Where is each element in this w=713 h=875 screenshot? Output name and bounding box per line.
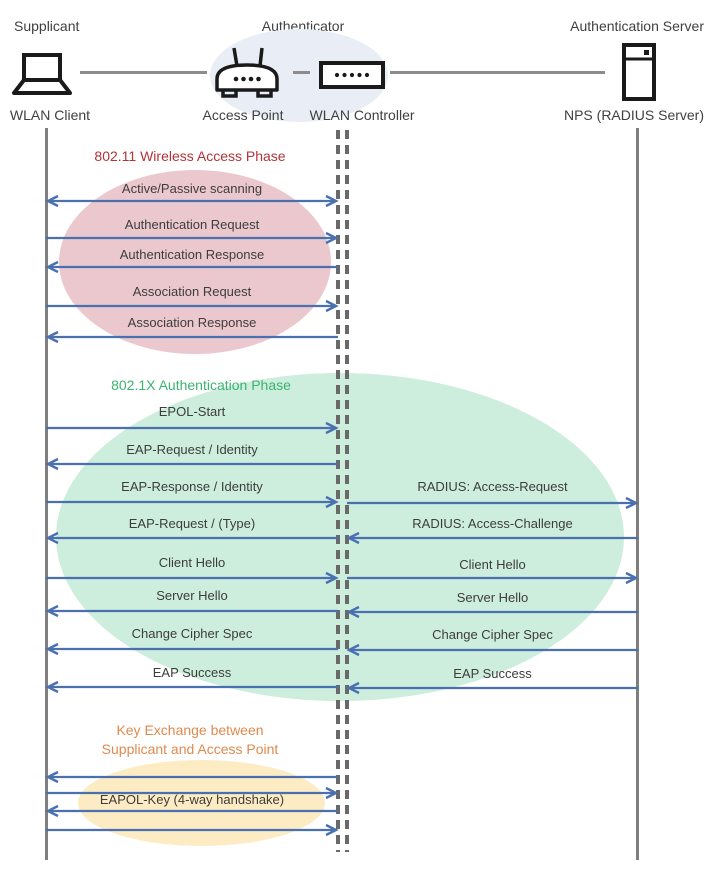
phase3-ellipse xyxy=(78,760,325,846)
message-arrow xyxy=(347,496,639,510)
message-arrow xyxy=(45,194,339,208)
message-arrow xyxy=(46,299,339,313)
message-arrow xyxy=(46,571,339,585)
wlan-controller-icon xyxy=(319,61,385,89)
role-label-supplicant: Supplicant xyxy=(14,18,80,34)
message-label: Change Cipher Spec xyxy=(432,627,553,642)
device-label-access-point: Access Point xyxy=(202,107,284,123)
message-label: EPOL-Start xyxy=(158,404,226,419)
message-arrow xyxy=(46,495,339,509)
lifeline-nps-server xyxy=(636,128,639,860)
message-label: Server Hello xyxy=(456,590,529,605)
message-arrow xyxy=(45,770,338,784)
phase2-title: 802.1X Authentication Phase xyxy=(111,377,291,393)
phase3-title: Key Exchange between Supplicant and Acce… xyxy=(101,722,279,757)
message-label: Active/Passive scanning xyxy=(121,181,263,196)
lifeline-wlan-controller-left xyxy=(336,130,340,852)
message-label: EAP Success xyxy=(453,666,532,681)
message-arrow xyxy=(346,605,638,619)
device-label-wlan-client: WLAN Client xyxy=(9,107,91,123)
message-arrow xyxy=(46,786,339,800)
message-label: EAP-Request / (Type) xyxy=(128,516,256,531)
lifeline-wlan-controller-right xyxy=(345,130,349,852)
phase1-title: 802.11 Wireless Access Phase xyxy=(94,148,286,164)
message-label: EAP Success xyxy=(152,665,232,680)
server-icon xyxy=(622,43,656,101)
connector-ap-controller xyxy=(293,71,310,74)
message-label: EAP-Request / Identity xyxy=(126,442,258,457)
message-arrow xyxy=(346,531,638,545)
connector-controller-server xyxy=(390,71,605,74)
message-arrow xyxy=(347,571,639,585)
message-arrow xyxy=(46,823,339,837)
access-point-icon xyxy=(215,47,279,98)
message-label: EAPOL-Key (4-way handshake) xyxy=(99,792,285,807)
message-arrow xyxy=(346,681,638,695)
message-arrow xyxy=(46,231,339,245)
message-arrow xyxy=(45,804,338,818)
message-label: Client Hello xyxy=(158,555,226,570)
message-arrow xyxy=(46,421,339,435)
connector-client-ap xyxy=(80,71,207,74)
message-arrow xyxy=(45,680,338,694)
message-label: Server Hello xyxy=(156,588,228,603)
device-label-nps-radius-server: NPS (RADIUS Server) xyxy=(563,107,705,123)
message-arrow xyxy=(45,642,338,656)
message-label: EAP-Response / Identity xyxy=(121,479,263,494)
message-label: Change Cipher Spec xyxy=(131,626,253,641)
message-label: Association Request xyxy=(132,284,252,299)
role-label-authentication-server: Authentication Server xyxy=(570,18,704,34)
message-label: RADIUS: Access-Request xyxy=(417,479,568,494)
message-label: Authentication Request xyxy=(124,217,260,232)
message-arrow xyxy=(45,457,338,471)
device-label-wlan-controller: WLAN Controller xyxy=(309,107,415,123)
message-label: Authentication Response xyxy=(119,247,265,262)
lifeline-wlan-client xyxy=(45,128,48,860)
message-arrow xyxy=(45,260,338,274)
message-label: RADIUS: Access-Challenge xyxy=(412,516,573,531)
message-arrow xyxy=(346,643,638,657)
message-arrow xyxy=(45,330,338,344)
message-arrow xyxy=(45,531,338,545)
message-label: Client Hello xyxy=(459,557,526,572)
message-arrow xyxy=(45,604,338,618)
message-label: Association Response xyxy=(127,315,257,330)
laptop-icon xyxy=(12,53,72,95)
